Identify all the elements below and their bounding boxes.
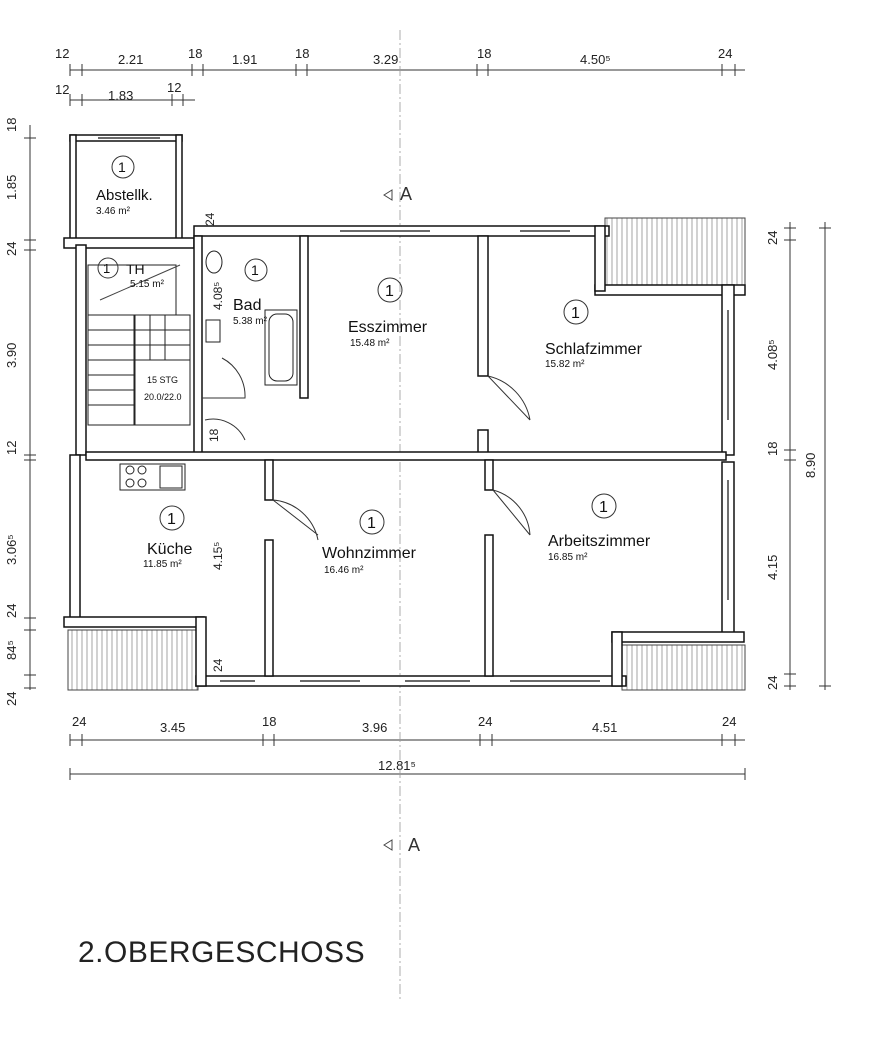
room-bad: 1 Bad 5.38 m² 4.08⁵ 24 18 [203, 212, 268, 442]
dim-left-8: 84⁵ [4, 640, 19, 660]
room-area: 16.46 m² [324, 565, 364, 576]
room-th: 1 TH 5.15 m² 15 STG 20.0/22.0 [97, 257, 182, 402]
right-dimensions: 24 4.08⁵ 18 8.90 4.15 24 [765, 222, 831, 690]
dim-bottom-7: 24 [722, 714, 736, 729]
windows [98, 137, 729, 682]
room-name: Abstellk. [96, 187, 153, 204]
dim-right-4: 8.90 [803, 453, 818, 478]
section-arrow-icon [383, 839, 393, 851]
dim-left-2: 1.85 [4, 175, 19, 200]
room-arbeitszimmer: 1 Arbeitszimmer 16.85 m² [548, 493, 651, 563]
section-arrow-icon [383, 189, 393, 201]
room-name: TH [126, 261, 145, 277]
dim-bad-wall: 24 [203, 212, 217, 226]
dim-top-8: 4.50⁵ [580, 52, 611, 67]
room-number: 1 [167, 511, 176, 528]
room-esszimmer: 1 Esszimmer 15.48 m² [348, 277, 428, 349]
dim-top-4: 1.91 [232, 52, 257, 67]
dim-top-9: 24 [718, 46, 732, 61]
room-name: Wohnzimmer [322, 545, 417, 562]
dim-bottom-3: 18 [262, 714, 276, 729]
dim-bottom-5: 24 [478, 714, 492, 729]
dim-bottom-4: 3.96 [362, 720, 387, 735]
section-line: A A [383, 30, 420, 1000]
room-area: 11.85 m² [143, 559, 182, 570]
dim-top-1: 12 [55, 46, 69, 61]
staircase [87, 264, 191, 426]
bottom-dimensions: 24 3.45 18 3.96 24 4.51 24 12.81⁵ [69, 714, 746, 780]
room-kuche: 1 Küche 11.85 m² 4.15⁵ 24 [143, 505, 225, 672]
dim-top2-3: 12 [167, 80, 181, 95]
room-wohnzimmer: 1 Wohnzimmer 16.46 m² [322, 509, 417, 576]
room-name: Bad [233, 297, 261, 314]
dim-right-1: 24 [765, 231, 780, 245]
dim-right-2: 4.08⁵ [765, 339, 780, 370]
dim-top-3: 18 [188, 46, 202, 61]
room-number: 1 [367, 515, 376, 532]
dim-bottom-6: 4.51 [592, 720, 617, 735]
dim-bottom-1: 24 [72, 714, 86, 729]
kitchen-stove [119, 463, 186, 491]
room-number: 1 [103, 261, 110, 276]
dim-top-5: 18 [295, 46, 309, 61]
room-number: 1 [599, 499, 608, 516]
dim-kuche-wall: 24 [211, 658, 225, 672]
dim-bottom-total: 12.81⁵ [378, 758, 416, 773]
left-dimensions: 18 1.85 24 3.90 12 3.06⁵ 24 84⁵ 24 [4, 118, 36, 706]
room-schlafzimmer: 1 Schlafzimmer 15.82 m² [545, 299, 643, 370]
dim-left-5: 12 [4, 441, 19, 455]
room-area: 15.82 m² [545, 359, 585, 370]
balcony-bottom-right [621, 644, 746, 691]
dim-left-6: 3.06⁵ [4, 534, 19, 565]
room-area: 15.48 m² [350, 338, 390, 349]
dim-top-7: 18 [477, 46, 491, 61]
room-number: 1 [118, 159, 126, 175]
room-name: Schlafzimmer [545, 341, 643, 358]
room-name: Küche [147, 541, 192, 558]
section-label-bottom: A [408, 835, 420, 855]
dim-left-3: 24 [4, 242, 19, 256]
balcony-bottom-left [67, 629, 199, 691]
dim-bad-height: 4.08⁵ [211, 282, 225, 310]
dim-right-6: 24 [765, 676, 780, 690]
balcony-top-right [604, 217, 746, 289]
room-abstellk: 1 Abstellk. 3.46 m² [96, 155, 153, 217]
stairs-steps: 15 STG [147, 375, 178, 385]
floor-title: 2.OBERGESCHOSS [78, 936, 366, 969]
dim-left-1: 18 [4, 118, 19, 132]
room-name: Esszimmer [348, 319, 428, 336]
dim-top-6: 3.29 [373, 52, 398, 67]
section-label-top: A [400, 184, 412, 204]
bath-fixtures [205, 250, 298, 386]
dim-bath-wall: 18 [207, 428, 221, 442]
dim-bottom-2: 3.45 [160, 720, 185, 735]
top-dimensions: 12 2.21 18 1.91 18 3.29 18 4.50⁵ 24 12 1… [55, 46, 745, 106]
dim-right-5: 4.15 [765, 555, 780, 580]
dim-left-4: 3.90 [4, 343, 19, 368]
room-area: 5.15 m² [130, 279, 165, 290]
room-area: 16.85 m² [548, 552, 588, 563]
room-area: 5.38 m² [233, 316, 268, 327]
dim-right-3: 18 [765, 442, 780, 456]
dim-top2-2: 1.83 [108, 88, 133, 103]
room-number: 1 [251, 262, 259, 278]
balconies [67, 217, 746, 691]
room-area: 3.46 m² [96, 206, 131, 217]
room-number: 1 [571, 305, 580, 322]
stairs-ratio: 20.0/22.0 [144, 392, 182, 402]
room-name: Arbeitszimmer [548, 533, 651, 550]
room-number: 1 [385, 283, 394, 300]
dim-left-9: 24 [4, 692, 19, 706]
doors [202, 357, 531, 541]
dim-top-2: 2.21 [118, 52, 143, 67]
dim-kuche-height: 4.15⁵ [211, 542, 225, 570]
dim-left-7: 24 [4, 604, 19, 618]
dim-top2-1: 12 [55, 82, 69, 97]
